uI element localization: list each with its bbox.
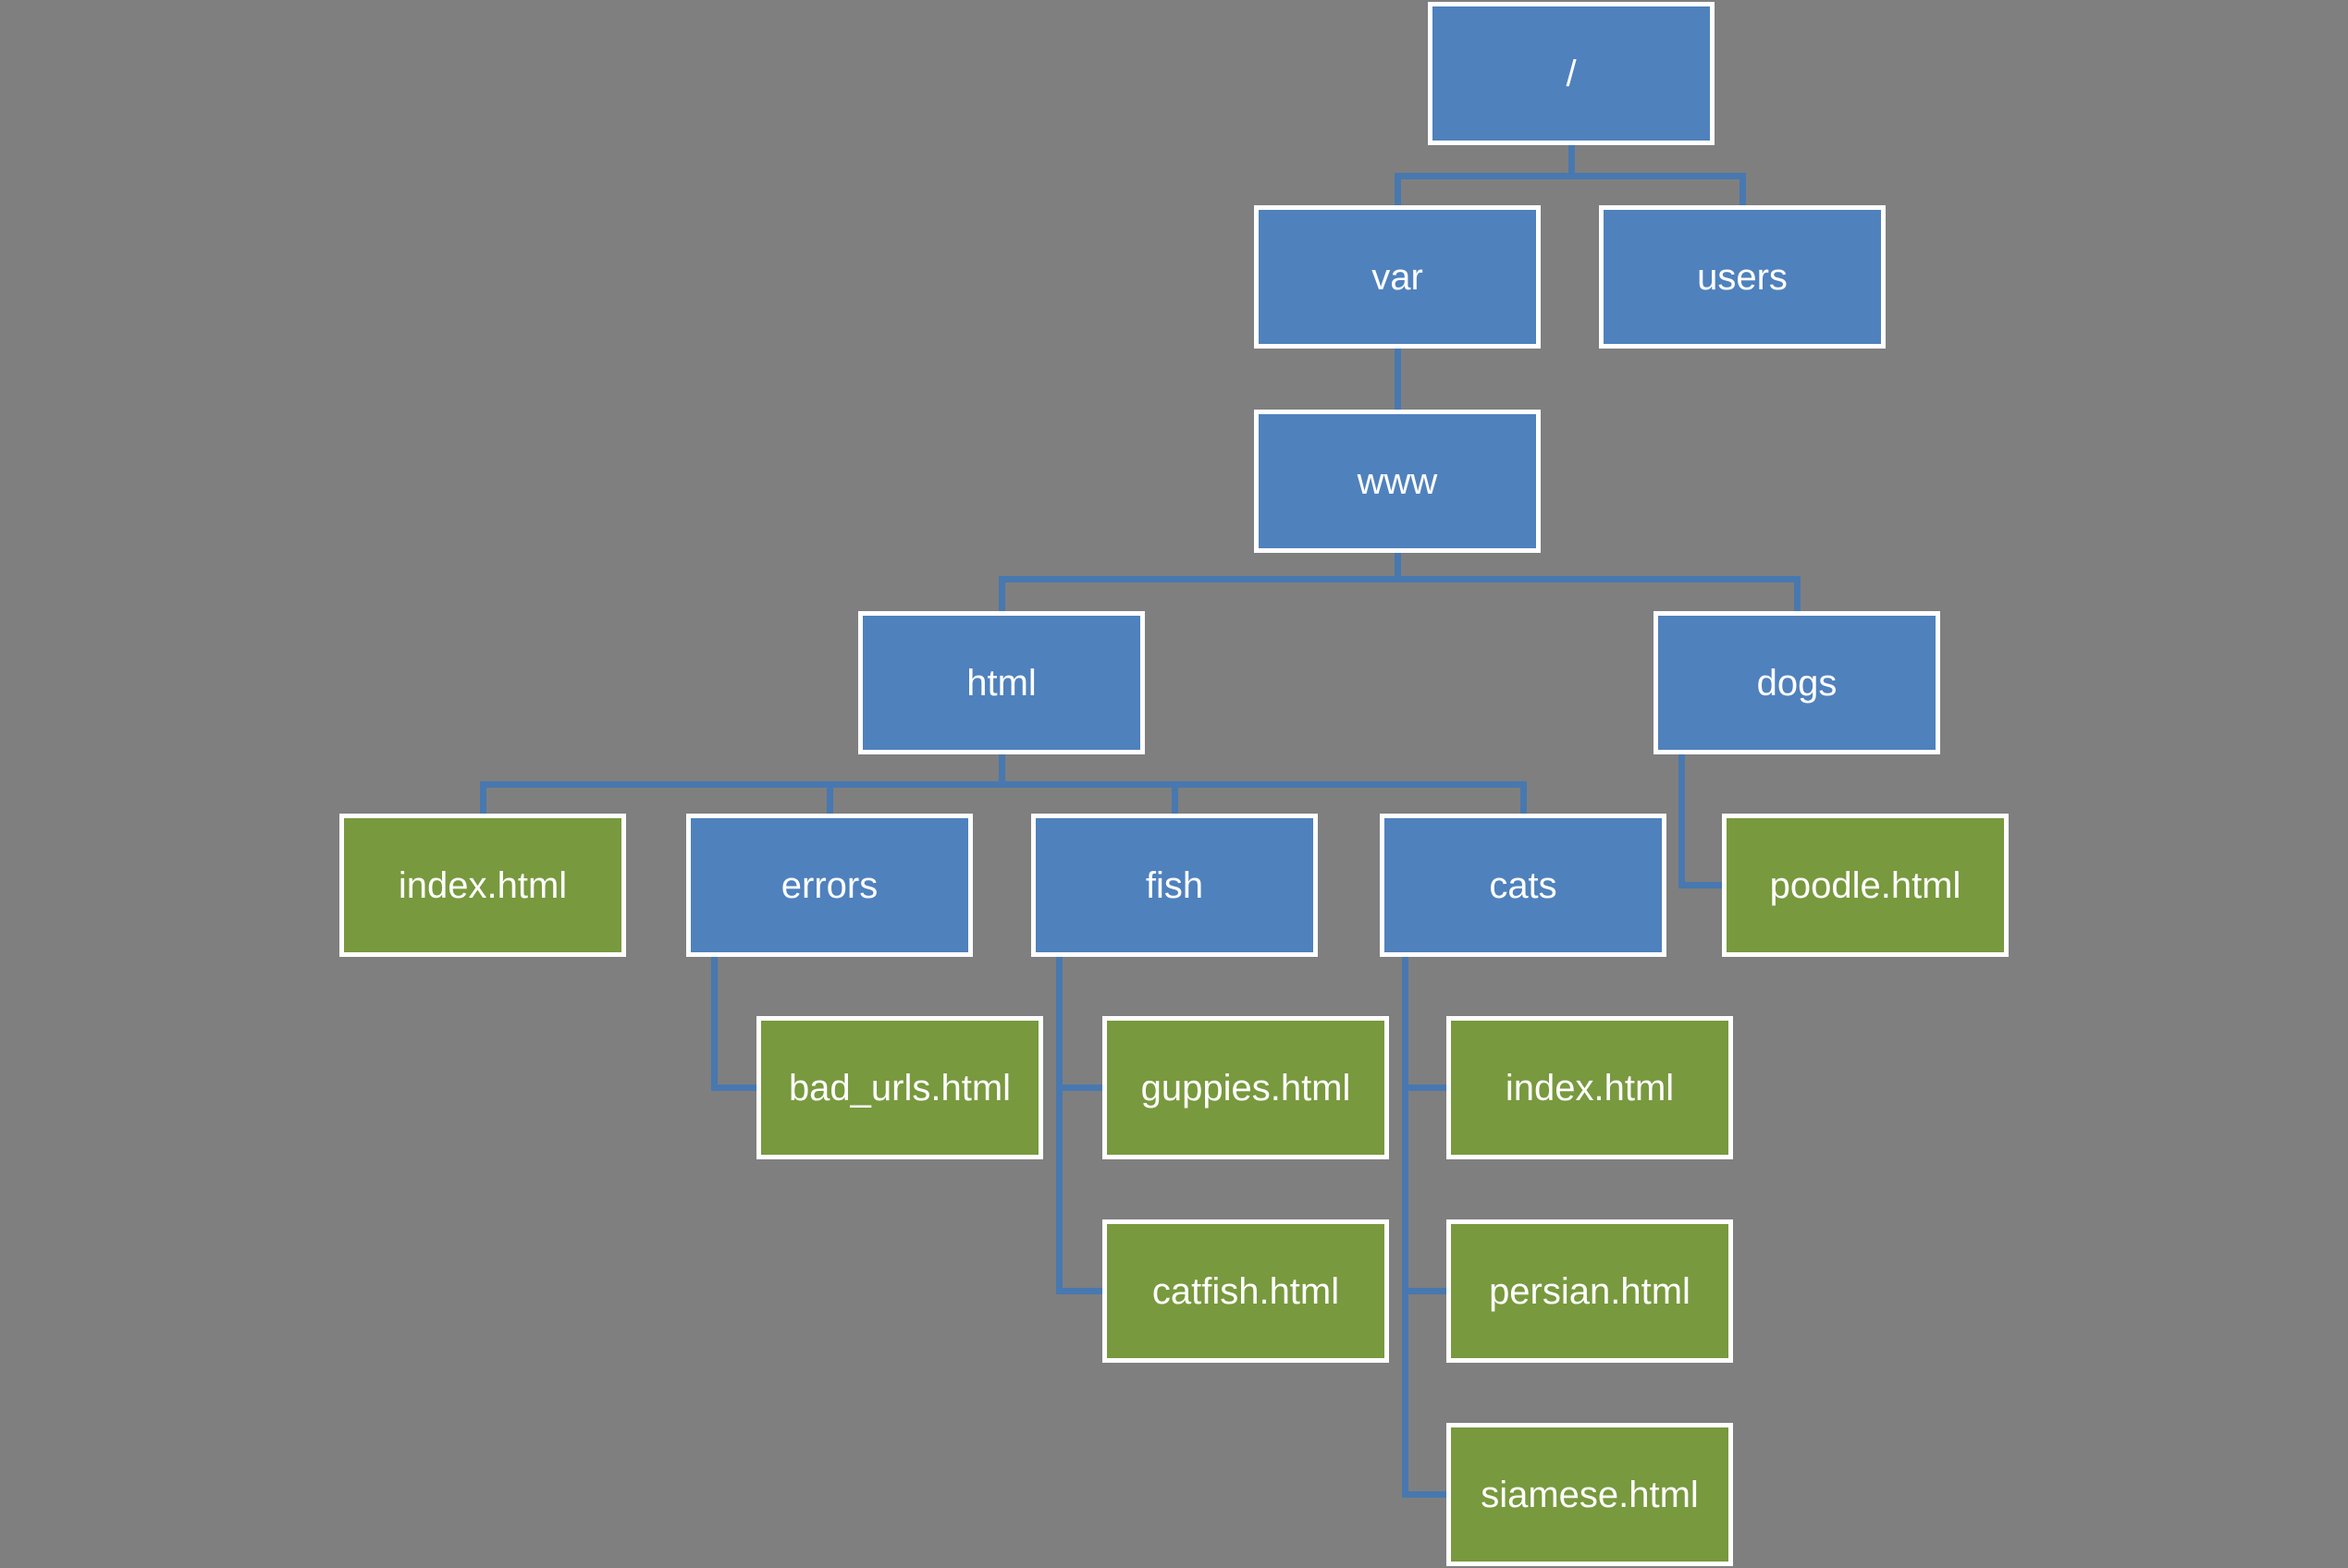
node-bad_urls_html: bad_urls.html bbox=[756, 1016, 1043, 1159]
connector-segment bbox=[1402, 1491, 1446, 1498]
connector-segment bbox=[999, 753, 1005, 788]
node-siamese_html: siamese.html bbox=[1446, 1423, 1733, 1566]
node-label: index.html bbox=[1505, 1067, 1675, 1109]
node-persian_html: persian.html bbox=[1446, 1219, 1733, 1363]
connector-segment bbox=[1739, 173, 1746, 205]
connector-segment bbox=[1172, 781, 1178, 814]
node-poodle_html: poodle.html bbox=[1722, 814, 2009, 957]
connector-segment bbox=[1056, 1288, 1102, 1294]
node-label: users bbox=[1697, 256, 1788, 298]
node-label: index.html bbox=[398, 864, 568, 906]
node-label: errors bbox=[781, 864, 879, 906]
connector-segment bbox=[1395, 173, 1746, 179]
connector-segment bbox=[1395, 347, 1401, 411]
connector-segment bbox=[480, 781, 486, 814]
node-label: guppies.html bbox=[1140, 1067, 1351, 1109]
connector-segment bbox=[1678, 754, 1685, 888]
node-html: html bbox=[858, 611, 1145, 754]
node-label: / bbox=[1566, 53, 1577, 94]
node-label: dogs bbox=[1756, 662, 1838, 704]
connector-segment bbox=[999, 576, 1005, 611]
connector-segment bbox=[1395, 173, 1401, 205]
node-cats_index_html: index.html bbox=[1446, 1016, 1733, 1159]
node-label: siamese.html bbox=[1481, 1474, 1699, 1515]
node-label: var bbox=[1371, 256, 1423, 298]
connector-segment bbox=[480, 781, 1527, 788]
node-label: persian.html bbox=[1489, 1270, 1690, 1312]
node-errors: errors bbox=[686, 814, 973, 957]
connector-segment bbox=[827, 781, 833, 814]
connector-segment bbox=[1056, 957, 1063, 1294]
connector-segment bbox=[1678, 882, 1722, 888]
connector-segment bbox=[1794, 576, 1801, 611]
connector-segment bbox=[1568, 143, 1575, 179]
connector-segment bbox=[1402, 957, 1408, 1498]
connector-segment bbox=[1056, 1084, 1102, 1091]
node-label: catfish.html bbox=[1151, 1270, 1340, 1312]
node-root: / bbox=[1428, 2, 1715, 145]
node-dogs: dogs bbox=[1653, 611, 1940, 754]
connector-segment bbox=[1395, 551, 1401, 582]
node-label: fish bbox=[1145, 864, 1204, 906]
connector-segment bbox=[999, 576, 1801, 582]
node-label: bad_urls.html bbox=[788, 1067, 1012, 1109]
connector-segment bbox=[1402, 1084, 1446, 1091]
connector-segment bbox=[711, 957, 718, 1091]
node-label: cats bbox=[1489, 864, 1557, 906]
connector-segment bbox=[1520, 781, 1527, 814]
node-label: poodle.html bbox=[1769, 864, 1961, 906]
node-label: www bbox=[1357, 460, 1438, 502]
node-cats: cats bbox=[1380, 814, 1666, 957]
node-var: var bbox=[1254, 205, 1541, 349]
node-guppies_html: guppies.html bbox=[1102, 1016, 1389, 1159]
node-catfish_html: catfish.html bbox=[1102, 1219, 1389, 1363]
node-label: html bbox=[966, 662, 1037, 704]
node-fish: fish bbox=[1031, 814, 1318, 957]
node-index_html: index.html bbox=[339, 814, 626, 957]
connector-segment bbox=[711, 1084, 756, 1091]
connector-segment bbox=[1402, 1288, 1446, 1294]
node-www: www bbox=[1254, 410, 1541, 553]
node-users: users bbox=[1599, 205, 1886, 349]
